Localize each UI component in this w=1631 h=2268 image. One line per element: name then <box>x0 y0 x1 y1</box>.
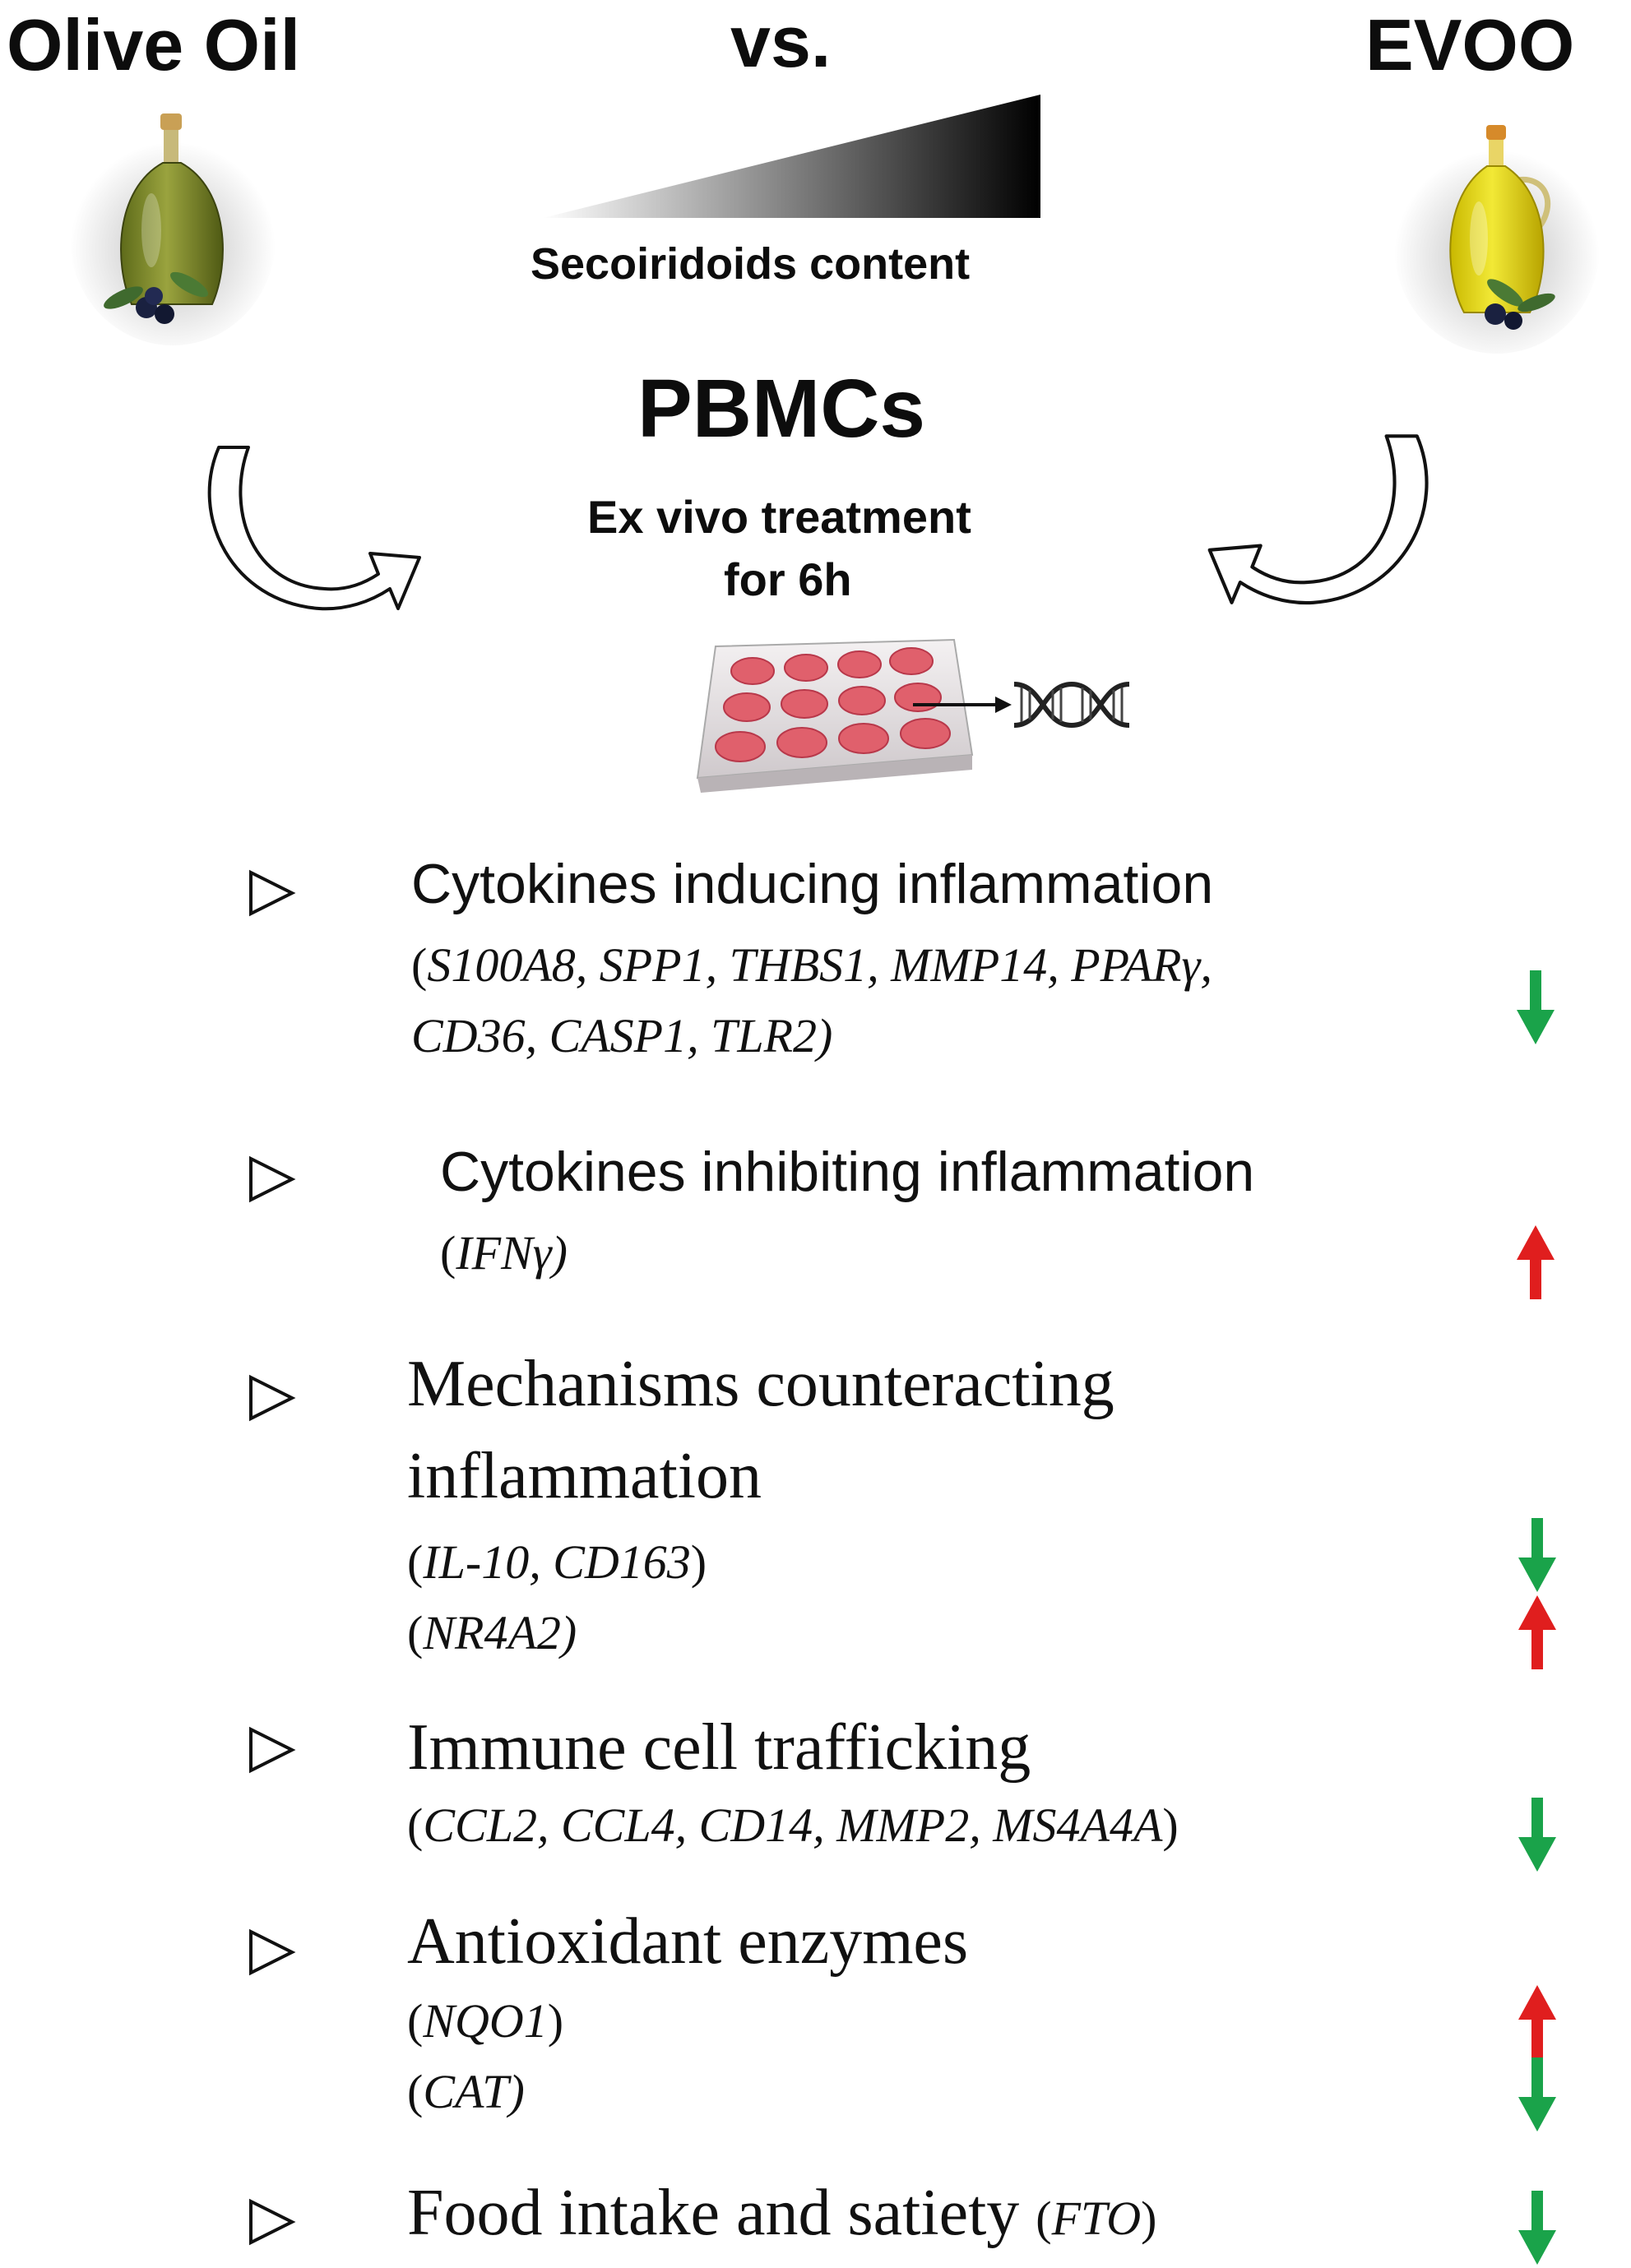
left-curved-arrow-icon <box>207 446 421 611</box>
effect-title: Cytokines inhibiting inflammation <box>440 1141 1255 1203</box>
decrease-arrow-icon <box>1517 2057 1558 2131</box>
effect-genes: (S100A8, SPP1, THBS1, MMP14, PPARγ, <box>411 938 1212 992</box>
effect-title: Immune cell trafficking <box>407 1711 1031 1784</box>
decrease-arrow-icon <box>1517 1798 1558 1872</box>
effect-genes: CD36, CASP1, TLR2) <box>411 1009 833 1062</box>
decrease-arrow-icon <box>1517 2191 1558 2265</box>
secoiridoids-gradient-wedge <box>543 95 1040 218</box>
effect-genes: (IL-10, CD163) <box>407 1535 707 1589</box>
dna-icon <box>1013 681 1130 729</box>
vs-label: vs. <box>730 1 832 82</box>
effect-title-text: Food intake and satiety <box>407 2177 1036 2249</box>
arrow-to-dna-icon <box>913 697 1012 713</box>
decrease-arrow-icon <box>1517 1518 1558 1592</box>
olives-icon <box>1485 279 1555 330</box>
treatment-line-1: Ex vivo treatment <box>587 491 971 543</box>
effect-title: Cytokines inducing inflammation <box>411 853 1214 915</box>
olives-icon <box>104 271 208 324</box>
effect-genes: (NQO1) <box>407 1994 564 2048</box>
gene-list: NR4A2) <box>423 1606 577 1659</box>
olive-oil-bottle-icon <box>70 113 276 345</box>
gene-list: S100A8, SPP1, THBS1, MMP14, PPARγ, <box>427 938 1212 992</box>
increase-arrow-icon <box>1515 1225 1556 1299</box>
right-curved-arrow-icon <box>1207 434 1429 605</box>
effect-title: Food intake and satiety (FTO) <box>407 2177 1157 2249</box>
effect-genes: (CAT) <box>407 2065 525 2118</box>
gene-list: IL-10, CD163 <box>423 1535 691 1589</box>
secoiridoids-caption: Secoiridoids content <box>531 239 971 289</box>
increase-arrow-icon <box>1517 1985 1558 2059</box>
gene-list: IFNγ) <box>456 1226 568 1280</box>
cell-culture-plate-icon <box>696 638 974 793</box>
bullet-triangle-icon <box>247 1725 296 1775</box>
effect-genes: (NR4A2) <box>407 1606 577 1659</box>
gene-list: CCL2, CCL4, CD14, MMP2, MS4A4A <box>423 1798 1163 1852</box>
effect-title: Mechanisms counteracting <box>407 1348 1114 1420</box>
bullet-triangle-icon <box>247 1373 296 1423</box>
evoo-bottle-icon <box>1394 125 1600 354</box>
gene-list: FTO <box>1051 2192 1142 2245</box>
treatment-line-2: for 6h <box>724 553 852 605</box>
olive-oil-label: Olive Oil <box>7 4 301 86</box>
evoo-label: EVOO <box>1365 4 1575 86</box>
pbmcs-label: PBMCs <box>637 363 926 455</box>
increase-arrow-icon <box>1517 1595 1558 1669</box>
bullet-triangle-icon <box>247 868 296 918</box>
decrease-arrow-icon <box>1515 970 1556 1044</box>
effect-title: Antioxidant enzymes <box>407 1905 969 1978</box>
bullet-triangle-icon <box>247 1928 296 1977</box>
gene-list: NQO1 <box>423 1994 548 2048</box>
bullet-triangle-icon <box>247 1155 296 1204</box>
effect-genes: (CCL2, CCL4, CD14, MMP2, MS4A4A) <box>407 1798 1179 1852</box>
effect-genes: (IFNγ) <box>440 1226 568 1280</box>
effect-title: inflammation <box>407 1440 762 1512</box>
bullet-triangle-icon <box>247 2197 296 2247</box>
gene-list: CAT) <box>423 2065 525 2118</box>
